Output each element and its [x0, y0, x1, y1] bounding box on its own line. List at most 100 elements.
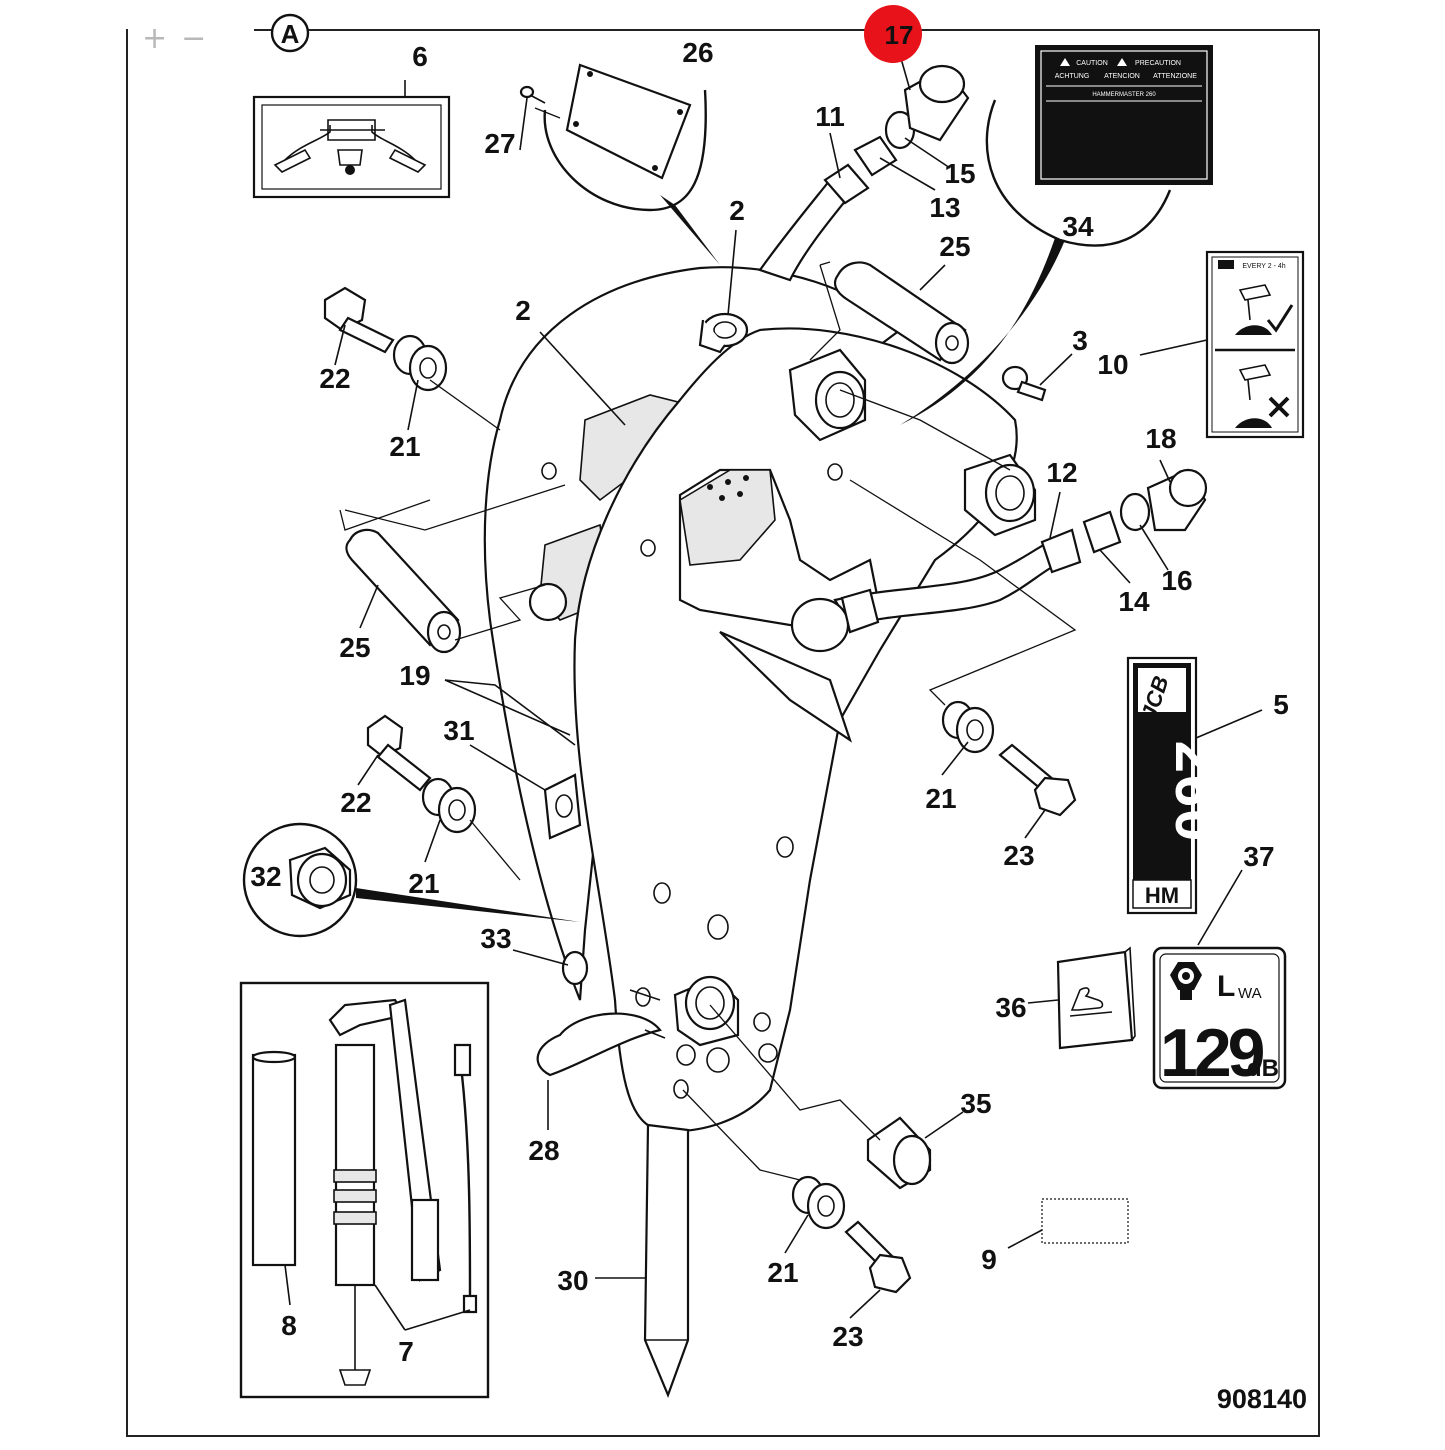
callout-13[interactable]: 13 [929, 192, 960, 223]
grease-gun-icon [1235, 284, 1272, 335]
callout-23-right[interactable]: 23 [1003, 840, 1034, 871]
diagram-frame [126, 29, 1320, 1437]
pivot-pin-lower [345, 528, 462, 654]
callout-8[interactable]: 8 [281, 1310, 297, 1341]
callout-2-top[interactable]: 2 [729, 195, 745, 226]
bolt-23-right [998, 743, 1077, 817]
callout-16[interactable]: 16 [1161, 565, 1192, 596]
callout-27[interactable]: 27 [484, 128, 515, 159]
plug-35 [866, 1116, 932, 1190]
caution-text-1: CAUTION [1076, 60, 1108, 67]
detail-circle-34 [900, 99, 1172, 425]
callout-22-lower[interactable]: 22 [340, 787, 371, 818]
detail-circle-26 [543, 63, 720, 265]
callout-31[interactable]: 31 [443, 715, 474, 746]
grease-interval-text: EVERY 2 - 4h [1242, 263, 1285, 270]
callout-6[interactable]: 6 [412, 41, 428, 72]
callout-25-left[interactable]: 25 [339, 632, 370, 663]
valve-bolt [737, 491, 743, 497]
grease-nipple-3 [1001, 365, 1047, 402]
highlighted-callout-17[interactable]: 17 [864, 5, 922, 63]
highlight-label: 17 [885, 20, 914, 50]
callout-30[interactable]: 30 [557, 1265, 588, 1296]
callout-19[interactable]: 19 [399, 660, 430, 691]
hand-signal-decal [252, 95, 451, 199]
bolt-22-upper [323, 286, 395, 354]
washer-21-right [941, 700, 995, 754]
noise-label: L [1217, 970, 1235, 1003]
callout-2-left[interactable]: 2 [515, 295, 531, 326]
grease-gun-kit-inset [239, 981, 490, 1399]
callout-26[interactable]: 26 [682, 37, 713, 68]
callout-3[interactable]: 3 [1072, 325, 1088, 356]
caution-text-3: ACHTUNG [1055, 73, 1090, 80]
zoom-out-button[interactable]: − [181, 21, 207, 56]
callout-9[interactable]: 9 [981, 1244, 997, 1275]
callout-7[interactable]: 7 [398, 1336, 414, 1367]
detail-circle-32 [242, 822, 580, 938]
callout-15[interactable]: 15 [944, 158, 975, 189]
valve-bolt [725, 479, 731, 485]
callout-32[interactable]: 32 [250, 861, 281, 892]
model-suffix: HM [1145, 883, 1179, 908]
warning-icon [1060, 58, 1070, 66]
hose-upper-nut [823, 163, 870, 205]
callout-23-bottom[interactable]: 23 [832, 1321, 863, 1352]
hose-upper [758, 178, 852, 282]
grease-gun [328, 998, 442, 1386]
hammer-hand-icon [273, 119, 427, 175]
washer-21-bottom [791, 1175, 846, 1230]
callout-21-top[interactable]: 21 [389, 431, 420, 462]
drawing-number: 908140 [1217, 1384, 1307, 1414]
grease-cartridge [251, 1053, 297, 1267]
view-marker: A [270, 13, 310, 53]
manual-book-icon [1069, 987, 1113, 1017]
callout-10[interactable]: 10 [1097, 349, 1128, 380]
retaining-pin [536, 1012, 662, 1077]
seal-16 [1119, 492, 1151, 532]
callout-28[interactable]: 28 [528, 1135, 559, 1166]
callout-25-top[interactable]: 25 [939, 231, 970, 262]
valve-bolt [743, 475, 749, 481]
callout-34[interactable]: 34 [1062, 211, 1094, 242]
callout-14[interactable]: 14 [1118, 586, 1150, 617]
pivot-pin-upper [834, 261, 970, 365]
bolt-22-lower [366, 714, 432, 792]
chisel-tool [643, 1123, 690, 1399]
callout-36[interactable]: 36 [995, 992, 1026, 1023]
adapter-13 [853, 135, 898, 177]
callout-21-bottom[interactable]: 21 [767, 1257, 798, 1288]
caution-decal: CAUTION PRECAUTION ACHTUNG ATENCION ATTE… [1035, 45, 1213, 185]
noise-subscript: WA [1238, 985, 1262, 1002]
leader-lines [284, 54, 1263, 1331]
callout-21-right[interactable]: 21 [925, 783, 956, 814]
lower-bush [673, 975, 740, 1047]
caution-text-5: ATTENZIONE [1153, 73, 1197, 80]
grease-interval-decal: EVERY 2 - 4h [1205, 250, 1305, 439]
assembly-lines [339, 107, 1077, 1181]
highlight-marker [864, 5, 922, 63]
callout-37[interactable]: 37 [1243, 841, 1274, 872]
callout-12[interactable]: 12 [1046, 457, 1077, 488]
callout-21-lower[interactable]: 21 [408, 868, 439, 899]
hose-elbow [790, 597, 850, 653]
noise-level-decal: L WA 129 dB [1152, 946, 1287, 1091]
top-cap-bolt [698, 312, 749, 354]
warning-icon [1117, 58, 1127, 66]
caution-model-text: HAMMERMASTER 260 [1092, 92, 1156, 98]
callout-22-top[interactable]: 22 [319, 363, 350, 394]
check-mark-icon [1266, 304, 1294, 333]
zoom-in-button[interactable]: + [142, 21, 168, 56]
callout-35[interactable]: 35 [960, 1088, 991, 1119]
callout-11[interactable]: 11 [815, 101, 845, 132]
grease-hose [453, 1043, 478, 1314]
grease-gun-icon [1235, 364, 1272, 428]
callout-18[interactable]: 18 [1145, 423, 1176, 454]
valve-housing [679, 469, 776, 566]
hose-right-nut [1040, 528, 1082, 574]
callout-5[interactable]: 5 [1273, 689, 1289, 720]
adapter-14 [1082, 510, 1122, 554]
callout-33[interactable]: 33 [480, 923, 511, 954]
right-bush [963, 453, 1037, 537]
